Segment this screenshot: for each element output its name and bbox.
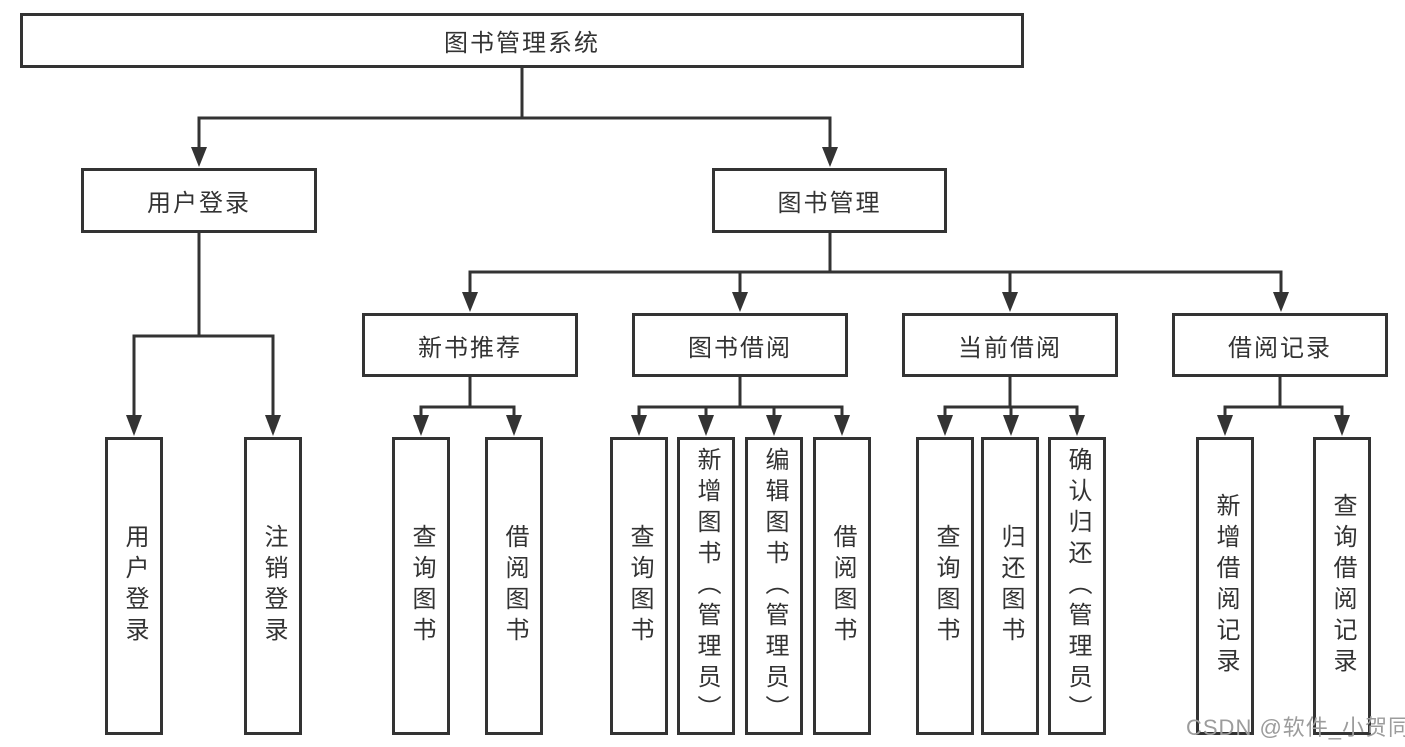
arrowhead <box>126 415 142 436</box>
node-book-management: 图书管理 <box>712 168 947 233</box>
arrowhead <box>1334 415 1350 436</box>
leaf-borrow-borrow-books: 借阅图书 <box>813 437 871 735</box>
arrowhead <box>937 415 953 436</box>
node-borrowing-records: 借阅记录 <box>1172 313 1388 377</box>
node-root: 图书管理系统 <box>20 13 1024 68</box>
arrowhead <box>1069 415 1085 436</box>
leaf-borrow-edit-book-admin: 编辑图书（管理员） <box>745 437 803 735</box>
arrowhead <box>462 292 478 312</box>
leaf-current-confirm-return-admin: 确认归还（管理员） <box>1048 437 1106 735</box>
node-current-borrowing: 当前借阅 <box>902 313 1118 377</box>
arrowhead <box>191 147 207 167</box>
leaf-logout: 注销登录 <box>244 437 302 735</box>
arrowhead <box>834 415 850 436</box>
arrowhead <box>1273 292 1289 312</box>
arrowhead <box>1002 292 1018 312</box>
leaf-rec-query-books: 查询图书 <box>392 437 450 735</box>
arrowhead <box>1003 415 1019 436</box>
csdn-watermark: CSDN @软件_小贺同学 <box>1186 715 1405 740</box>
arrowhead <box>698 415 714 436</box>
arrowhead <box>506 415 522 436</box>
leaf-borrow-add-book-admin: 新增图书（管理员） <box>677 437 735 735</box>
arrowhead <box>1217 415 1233 436</box>
arrowhead <box>732 292 748 312</box>
leaf-user-login: 用户登录 <box>105 437 163 735</box>
connector-path <box>132 66 1344 419</box>
node-book-borrowing: 图书借阅 <box>632 313 848 377</box>
arrowhead <box>265 415 281 436</box>
node-user-login: 用户登录 <box>81 168 317 233</box>
arrowhead <box>822 147 838 167</box>
arrowhead <box>413 415 429 436</box>
leaf-current-query-books: 查询图书 <box>916 437 974 735</box>
node-new-book-recommend: 新书推荐 <box>362 313 578 377</box>
leaf-borrow-query-books: 查询图书 <box>610 437 668 735</box>
arrowhead <box>631 415 647 436</box>
leaf-rec-borrow-books: 借阅图书 <box>485 437 543 735</box>
leaf-records-add-record: 新增借阅记录 <box>1196 437 1254 735</box>
arrowhead <box>766 415 782 436</box>
leaf-current-return-books: 归还图书 <box>981 437 1039 735</box>
leaf-records-query-record: 查询借阅记录 <box>1313 437 1371 735</box>
